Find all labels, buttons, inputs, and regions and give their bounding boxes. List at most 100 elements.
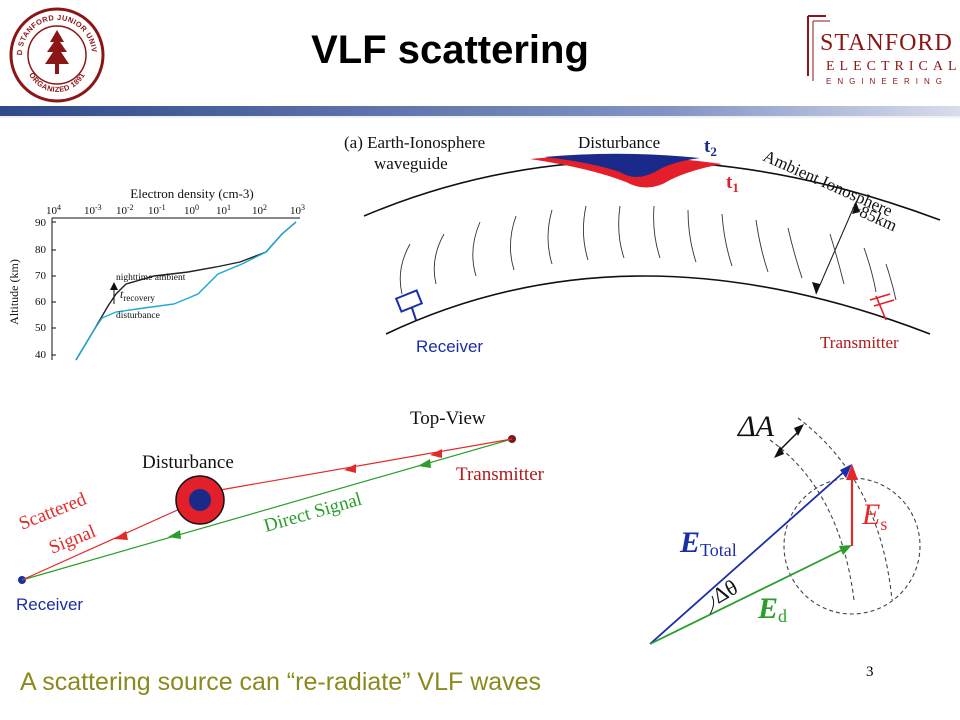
top-view-disturbance-label: Disturbance — [142, 452, 234, 473]
scattered-signal-line — [21, 507, 183, 581]
stanford-seal-logo: LELAND STANFORD JUNIOR UNIVERSITY ORGANI… — [8, 6, 105, 103]
e-total-main: E — [679, 526, 700, 559]
x-tick-exp-1: 4 — [57, 203, 61, 212]
density-y-tick-90: 90 — [35, 217, 47, 229]
receiver-antenna-icon — [394, 289, 424, 321]
top-view-receiver-label: Receiver — [16, 595, 83, 614]
top-view-title: Top-View — [410, 408, 486, 429]
e-total-label: ETotal — [679, 526, 737, 560]
ground-arc — [385, 275, 931, 335]
delta-a-arrowhead-2-icon — [794, 424, 804, 436]
t-recovery-main: t — [120, 287, 124, 301]
t-recovery-sub: recovery — [123, 293, 155, 303]
density-x-tick-3: 10-2 — [116, 203, 134, 217]
dept-logo-line2: ELECTRICAL — [826, 59, 956, 74]
x-tick-base-4: 10 — [148, 205, 160, 217]
density-x-tick-1: 104 — [46, 203, 61, 217]
direct-arrowhead-1-icon — [418, 459, 431, 468]
scattered-arrowhead-icon — [114, 531, 128, 540]
x-tick-base-3: 10 — [116, 205, 128, 217]
disturbance-t2-region — [544, 153, 700, 177]
density-y-tick-labels: 90 80 70 60 50 40 — [35, 217, 47, 361]
density-x-tick-4: 10-1 — [148, 203, 166, 217]
density-y-tick-60: 60 — [35, 296, 47, 308]
e-d-main: E — [757, 592, 778, 625]
delta-a-label: ΔA — [737, 410, 775, 443]
incident-signal-line — [219, 438, 513, 491]
title-rule — [0, 106, 960, 118]
recovery-arrowhead-icon — [110, 282, 118, 290]
t2-main: t — [704, 136, 711, 157]
density-y-tick-80: 80 — [35, 244, 47, 256]
x-tick-exp-5: 0 — [195, 203, 199, 212]
density-x-tick-5: 100 — [184, 203, 199, 217]
e-s-sub: s — [880, 514, 887, 534]
x-tick-exp-2: -3 — [95, 203, 102, 212]
x-tick-exp-8: 3 — [301, 203, 305, 212]
t1-main: t — [726, 172, 733, 193]
density-y-title: Altitude (km) — [7, 259, 21, 325]
stanford-ee-logo: STANFORD ELECTRICAL ENGINEERING — [807, 15, 956, 86]
x-tick-exp-4: -1 — [159, 203, 166, 212]
phasor-vector-diagram: ΔA Δθ ETotal Es Ed — [649, 410, 921, 645]
e-d-arrowhead-icon — [839, 545, 852, 555]
e-d-vector — [649, 547, 847, 645]
disturbance-curve — [75, 221, 297, 361]
receiver-label: Receiver — [416, 337, 483, 356]
density-x-title: Electron density (cm-3) — [130, 186, 253, 201]
top-view-scattering-diagram: Top-View Disturbance Transmitter Direct … — [16, 408, 545, 614]
wavefront-arcs — [399, 205, 897, 301]
density-x-tick-labels: 104 10-3 10-2 10-1 100 101 102 103 — [46, 203, 305, 217]
label-t2: t2 — [704, 136, 717, 159]
density-x-tick-8: 103 — [290, 203, 305, 217]
density-x-tick-7: 102 — [252, 203, 267, 217]
e-total-sub: Total — [700, 540, 737, 560]
e-s-arrowhead-icon — [846, 464, 858, 480]
e-s-main: E — [861, 498, 880, 531]
label-nighttime-ambient: nighttime ambient — [116, 273, 186, 283]
disturbance-core — [189, 489, 211, 511]
t1-sub: 1 — [732, 180, 739, 195]
dept-logo-line1: STANFORD — [820, 30, 953, 56]
label-t-recovery: trecovery — [120, 287, 155, 303]
waveguide-label-line2: waveguide — [374, 154, 448, 173]
density-y-tick-70: 70 — [35, 270, 47, 282]
dept-logo-line3: ENGINEERING — [826, 77, 948, 86]
e-d-sub: d — [778, 606, 787, 626]
slide-caption: A scattering source can “re-radiate” VLF… — [20, 668, 542, 696]
density-x-tick-2: 10-3 — [84, 203, 102, 217]
label-disturbance-small: disturbance — [116, 311, 160, 321]
seal-tree-icon — [45, 30, 69, 74]
x-tick-base-6: 10 — [216, 205, 228, 217]
transmitter-label: Transmitter — [820, 333, 899, 352]
e-d-label: Ed — [757, 592, 787, 626]
incident-arrowhead-2-icon — [430, 449, 442, 458]
incident-arrowhead-1-icon — [344, 464, 356, 473]
amplitude-arc-outer — [797, 417, 893, 601]
x-tick-exp-3: -2 — [127, 203, 134, 212]
delta-theta-label: Δθ — [708, 574, 742, 608]
height-arrow-bottom-icon — [812, 282, 820, 294]
direct-signal-line — [21, 438, 513, 581]
top-view-transmitter-label: Transmitter — [456, 464, 545, 485]
density-y-tick-50: 50 — [35, 322, 47, 334]
amplitude-arc-inner — [769, 439, 855, 601]
waveguide-disturbance-label: Disturbance — [578, 133, 660, 152]
e-s-label: Es — [861, 498, 887, 534]
delta-a-arrowhead-1-icon — [774, 446, 784, 458]
height-arrow-top-icon — [852, 202, 860, 214]
x-tick-base-8: 10 — [290, 205, 302, 217]
x-tick-base-7: 10 — [252, 205, 264, 217]
x-tick-exp-7: 2 — [263, 203, 267, 212]
height-arrow-shaft — [815, 201, 857, 295]
transmitter-antenna-icon — [869, 293, 895, 321]
e-total-vector — [649, 469, 847, 645]
density-x-tick-6: 101 — [216, 203, 231, 217]
t2-sub: 2 — [710, 144, 717, 159]
earth-ionosphere-waveguide-diagram: (a) Earth-Ionosphere waveguide Disturban… — [344, 133, 941, 356]
e-total-arrowhead-icon — [840, 464, 852, 478]
x-tick-base-1: 10 — [46, 205, 58, 217]
scattered-signal-label-line2: Signal — [46, 521, 99, 559]
x-tick-base-2: 10 — [84, 205, 96, 217]
delta-a-arrow-shaft — [777, 429, 801, 453]
